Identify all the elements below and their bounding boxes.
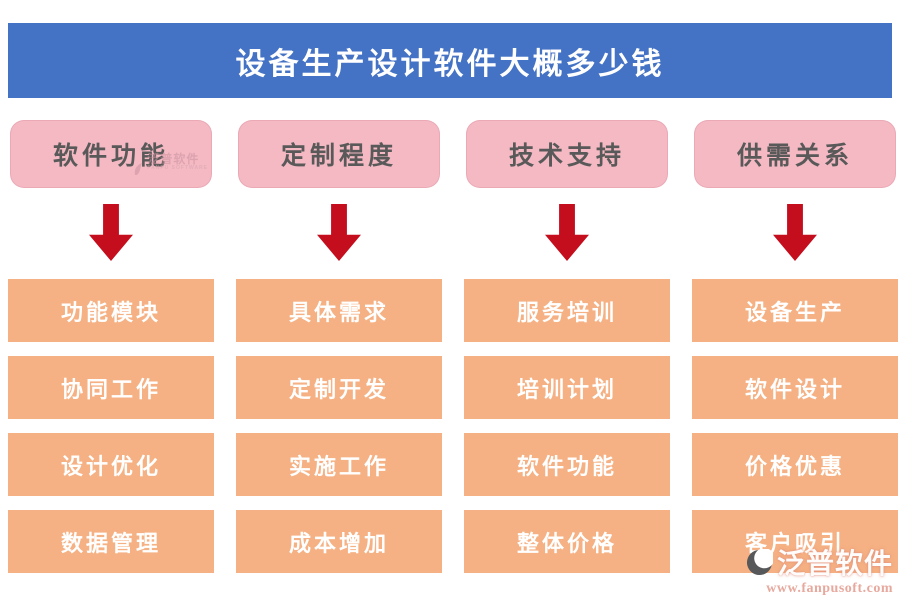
category-header: 软件功能 泛普软件 FANPU SOFTWARE [10, 120, 212, 188]
factor-item: 成本增加 [236, 510, 442, 573]
down-arrow-icon [773, 204, 817, 261]
factor-item: 实施工作 [236, 433, 442, 496]
down-arrow-icon [545, 204, 589, 261]
factor-item: 价格优惠 [692, 433, 898, 496]
factor-item: 协同工作 [8, 356, 214, 419]
factor-item: 定制开发 [236, 356, 442, 419]
category-header: 技术支持 [466, 120, 668, 188]
category-column-software-features: 软件功能 泛普软件 FANPU SOFTWARE 功能模块 协同工作 设计优化 … [8, 120, 214, 580]
logo-url: www.fanpusoft.com [766, 581, 893, 596]
factor-item: 培训计划 [464, 356, 670, 419]
category-header-label: 供需关系 [736, 143, 853, 170]
factor-item: 软件设计 [692, 356, 898, 419]
category-header: 定制程度 [238, 120, 440, 188]
category-header-label: 软件功能 [52, 143, 169, 170]
down-arrow-icon [317, 204, 361, 261]
category-column-customization: 定制程度 具体需求 定制开发 实施工作 成本增加 [236, 120, 442, 580]
factor-item: 客户吸引 [692, 510, 898, 573]
factor-item: 设备生产 [692, 279, 898, 342]
factor-item: 具体需求 [236, 279, 442, 342]
down-arrow-icon [89, 204, 133, 261]
factor-item: 数据管理 [8, 510, 214, 573]
factor-item: 设计优化 [8, 433, 214, 496]
category-header: 供需关系 [694, 120, 896, 188]
factor-item: 整体价格 [464, 510, 670, 573]
category-header-label: 技术支持 [508, 143, 625, 170]
category-header-label: 定制程度 [280, 143, 397, 170]
page-title: 设备生产设计软件大概多少钱 [8, 23, 892, 98]
factor-item: 功能模块 [8, 279, 214, 342]
factor-item: 服务培训 [464, 279, 670, 342]
factor-item: 软件功能 [464, 433, 670, 496]
category-column-supply-demand: 供需关系 设备生产 软件设计 价格优惠 客户吸引 [692, 120, 898, 580]
category-column-tech-support: 技术支持 服务培训 培训计划 软件功能 整体价格 [464, 120, 670, 580]
